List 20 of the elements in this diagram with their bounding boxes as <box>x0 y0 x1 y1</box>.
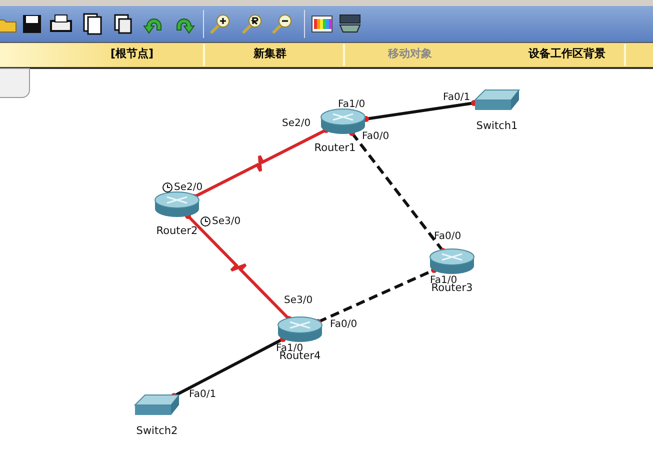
port-label: Fa0/0 <box>330 319 358 330</box>
port-label: Fa0/1 <box>443 92 470 103</box>
port-label: Fa0/1 <box>189 389 216 400</box>
device-name: Switch1 <box>476 120 518 132</box>
device-name: Router1 <box>314 142 356 154</box>
port-label: Se2/0 <box>282 118 311 129</box>
device-name: Router4 <box>279 350 321 362</box>
port-label: Se3/0 <box>284 295 313 306</box>
port-label: Fa0/0 <box>362 131 390 142</box>
device-name: Router2 <box>156 225 198 237</box>
tab-label: [根节点] <box>109 46 155 61</box>
device-name: Router3 <box>431 282 473 294</box>
port-label: Fa0/0 <box>434 231 462 242</box>
tab-label: 移动对象 <box>386 46 433 61</box>
device-name: Switch2 <box>136 425 178 437</box>
tab-label: 新集群 <box>252 46 288 61</box>
port-label: Se3/0 <box>212 216 241 227</box>
port-label: Se2/0 <box>174 182 203 193</box>
port-label: Fa1/0 <box>338 99 366 110</box>
tab-label: 设备工作区背景 <box>527 46 606 61</box>
